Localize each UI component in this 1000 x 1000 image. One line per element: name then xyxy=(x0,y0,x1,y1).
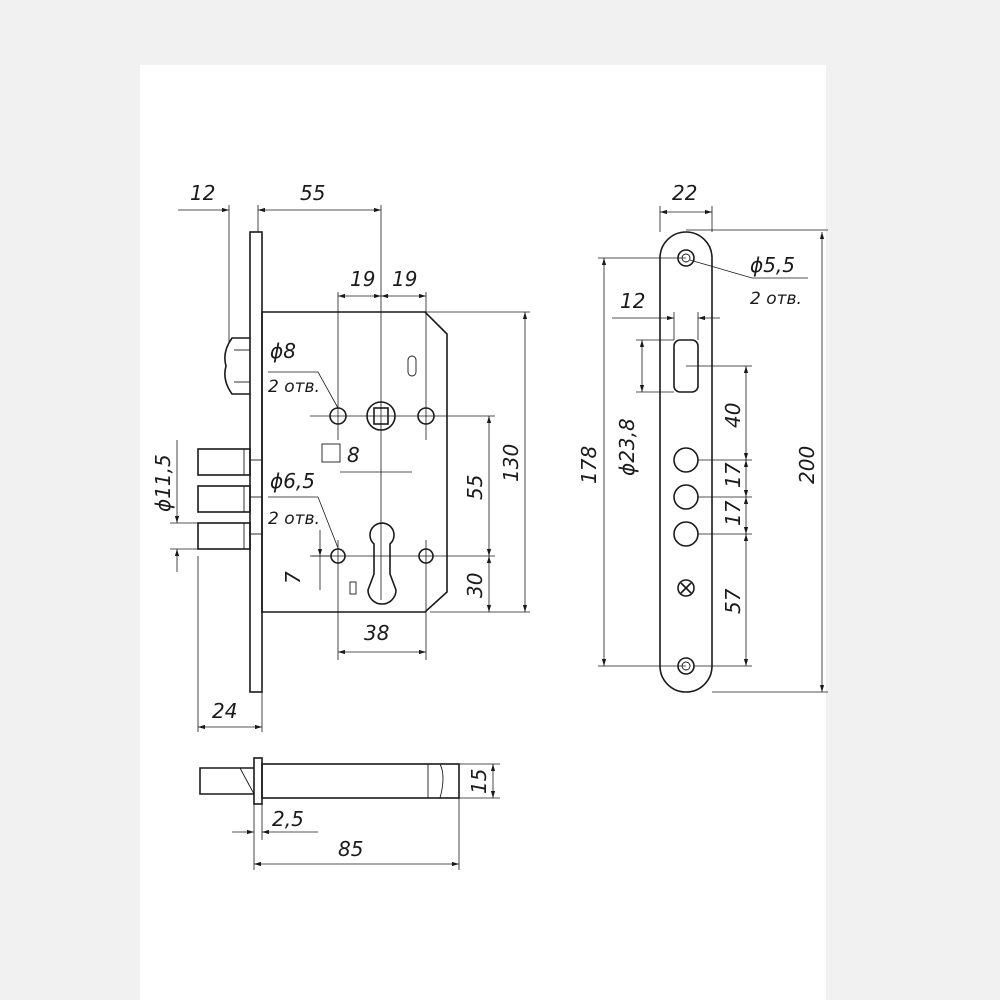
bottom-bolt xyxy=(199,767,254,795)
note-2otv-b: 2 отв. xyxy=(268,509,320,529)
dim-40-label: 40 xyxy=(721,403,745,428)
dim-130-label: 130 xyxy=(499,444,523,482)
dim-30-label: 30 xyxy=(463,573,487,598)
dim-57-label: 57 xyxy=(721,588,745,614)
dim-24-label: 24 xyxy=(212,699,237,723)
bolt-hole-3 xyxy=(673,521,699,547)
bolt-hole-1 xyxy=(673,447,699,473)
dim-d8-label: ϕ8 xyxy=(270,339,296,363)
small-slot xyxy=(407,355,417,377)
bottom-dimensions xyxy=(232,763,500,870)
note-2otv-faceplate: 2 отв. xyxy=(750,289,802,309)
deadbolt-pins xyxy=(197,448,262,550)
dim-85-label: 85 xyxy=(338,837,363,861)
latch-bolt xyxy=(224,337,250,395)
faceplate-dimensions xyxy=(598,206,828,693)
dim-d65-label: ϕ6,5 xyxy=(270,469,315,493)
bottom-case xyxy=(261,763,460,799)
dim-d238-label: ϕ23,8 xyxy=(615,418,639,476)
dim-19-right-label: 19 xyxy=(392,267,417,291)
cylinder-cutout xyxy=(367,522,397,605)
dim-7-label: 7 xyxy=(281,571,305,584)
dim-55-top-label: 55 xyxy=(300,181,325,205)
dim-200-label: 200 xyxy=(795,446,819,484)
dim-8-label: 8 xyxy=(347,443,360,467)
dim-12-label: 12 xyxy=(190,181,215,205)
dim-22-label: 22 xyxy=(672,181,697,205)
square-8-outline xyxy=(321,443,341,463)
dim-19-left-label: 19 xyxy=(350,267,375,291)
front-dimensions xyxy=(170,205,528,732)
front-view: 12 55 19 19 ϕ8 2 отв. 8 ϕ6,5 2 отв. 55 1… xyxy=(151,181,530,732)
bottom-faceplate xyxy=(253,757,263,805)
note-2otv-a: 2 отв. xyxy=(268,377,320,397)
dim-17b-label: 17 xyxy=(721,500,745,526)
front-centerlines xyxy=(262,205,530,660)
set-screw xyxy=(349,581,357,595)
bolt-hole-2 xyxy=(673,484,699,510)
dim-178-label: 178 xyxy=(577,446,601,484)
dim-d115-label: ϕ11,5 xyxy=(151,454,175,512)
dim-55-side-label: 55 xyxy=(463,475,487,500)
dim-15-label: 15 xyxy=(467,769,491,794)
dim-25-label: 2,5 xyxy=(272,807,304,831)
faceplate-view: 22 ϕ5,5 2 отв. 12 178 ϕ23,8 40 17 17 57 … xyxy=(577,181,828,693)
faceplate-outline xyxy=(659,231,713,693)
bottom-view: 15 2,5 85 xyxy=(199,757,500,870)
dim-38-label: 38 xyxy=(364,621,389,645)
center-screw xyxy=(677,579,695,597)
dim-17a-label: 17 xyxy=(721,462,745,488)
dim-d55-label: ϕ5,5 xyxy=(750,253,795,277)
front-faceplate xyxy=(249,231,263,693)
front-labels: 12 55 19 19 ϕ8 2 отв. 8 ϕ6,5 2 отв. 55 1… xyxy=(151,181,523,723)
dim-12-faceplate-label: 12 xyxy=(620,289,645,313)
